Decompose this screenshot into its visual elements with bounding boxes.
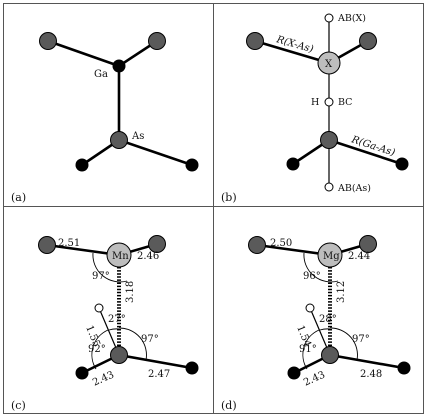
bond-length-left: 2.51 (58, 238, 80, 249)
panel-frame-d (213, 206, 424, 414)
angle-top-label: 97° (92, 271, 110, 282)
dotted-length-label: 3.12 (336, 281, 347, 303)
ab-x-site (324, 13, 334, 23)
as-atom (320, 131, 338, 149)
as-bond-right-label: 2.47 (148, 369, 170, 380)
ab-as-label: AB(As) (337, 183, 371, 194)
neighbor-atom-bottom-left (75, 158, 89, 172)
angle-arc-right (329, 327, 358, 361)
panel-label-a: (a) (11, 191, 26, 204)
angle-right-label: 97° (352, 334, 370, 345)
neighbor-atom-bottom-right (185, 158, 199, 172)
as-atom (110, 346, 128, 364)
bond-as-right (328, 353, 406, 370)
as-atom (321, 346, 339, 364)
neighbor-atom-top-left (38, 236, 56, 254)
bc-site (324, 97, 334, 107)
bond-length-right: 2.46 (137, 251, 159, 262)
neighbor-atom-top-left (246, 32, 264, 50)
angle-top-label: 96° (303, 271, 321, 282)
neighbor-atom-bottom-left (287, 366, 301, 380)
bond-as-right (117, 138, 194, 167)
mg-atom (317, 242, 343, 268)
neighbor-atom-top-right (148, 32, 166, 50)
bond-ga-left (46, 39, 121, 68)
panel-label-b: (b) (221, 191, 237, 204)
neighbor-atom-top-left (248, 236, 266, 254)
bond-ga-as-right (327, 138, 404, 166)
panel-b: AB(X) R(X-As) X H BC R(Ga-As) AB(As) (b) (221, 13, 409, 204)
panel-label-d: (d) (221, 399, 237, 412)
angle-right-label: 97° (141, 334, 159, 345)
neighbor-atom-top-right (359, 235, 377, 253)
as-atom (110, 131, 128, 149)
ab-as-site (324, 182, 334, 192)
bond-length-right: 2.44 (348, 251, 370, 262)
neighbor-atom-top-right (148, 235, 166, 253)
h-atom (94, 303, 104, 313)
panel-a: Ga As (a) (11, 32, 199, 204)
neighbor-atom-bottom-left (286, 157, 300, 171)
mn-atom (106, 242, 132, 268)
angle-arc-top (92, 252, 128, 283)
as-bond-left-label: 2.43 (91, 370, 116, 389)
neighbor-atom-bottom-right (397, 361, 411, 375)
bond-length-left: 2.50 (270, 238, 292, 249)
panel-frame-a (3, 3, 214, 207)
neighbor-atom-top-right (359, 32, 377, 50)
mn-label: Mn (112, 251, 129, 262)
ab-x-label: AB(X) (337, 13, 366, 24)
x-label: X (325, 59, 333, 70)
bc-label: BC (338, 97, 352, 108)
ga-label: Ga (94, 69, 108, 80)
mg-label: Mg (323, 251, 340, 262)
as-bond-left-label: 2.43 (302, 370, 327, 389)
neighbor-atom-top-left (39, 32, 57, 50)
panel-c: Mn 2.51 2.46 97° 3.18 27° 1.55 92° 97° 2… (11, 235, 199, 412)
bond-x-as-left (253, 39, 331, 65)
angle-left-label: 91° (299, 344, 317, 355)
as-bond-right-label: 2.48 (360, 369, 382, 380)
ga-atom (112, 59, 126, 73)
h-label: H (311, 97, 319, 108)
panel-label-c: (c) (11, 399, 26, 412)
angle-arc-top (303, 252, 339, 283)
bond-as-right (117, 353, 194, 370)
dotted-length-label: 3.18 (125, 281, 136, 303)
panel-d: Mg 2.50 2.44 96° 3.12 28° 1.54 91° 97° 2… (221, 235, 411, 412)
neighbor-atom-bottom-right (395, 157, 409, 171)
angle-arc-h (108, 328, 120, 331)
neighbor-atom-bottom-left (75, 366, 89, 380)
as-label: As (131, 131, 144, 142)
x-atom (317, 51, 341, 75)
angle-arc-h (319, 328, 331, 331)
angle-left-label: 92° (88, 344, 106, 355)
angle-h-label: 27° (108, 314, 126, 325)
angle-h-label: 28° (319, 314, 337, 325)
h-atom (305, 303, 315, 313)
angle-arc-left (91, 329, 109, 370)
angle-arc-right (118, 327, 147, 361)
angle-arc-left (302, 329, 320, 370)
neighbor-atom-bottom-right (185, 361, 199, 375)
